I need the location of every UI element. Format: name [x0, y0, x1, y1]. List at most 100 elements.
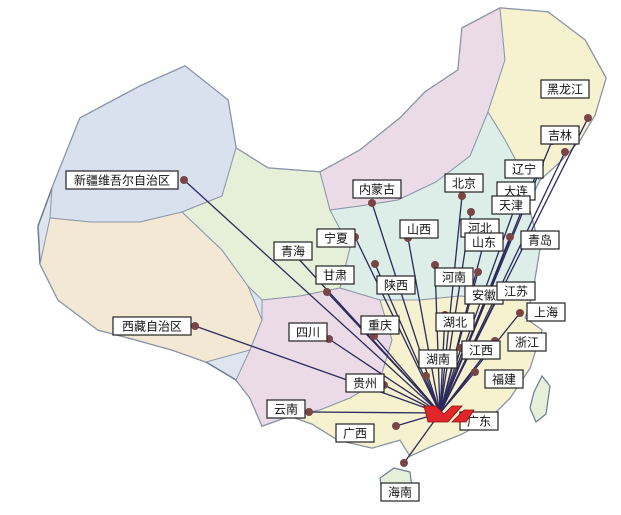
region-label: 贵州 — [345, 373, 385, 393]
label-box — [491, 195, 531, 215]
region-name: 湖南 — [426, 352, 450, 367]
region-label: 重庆 — [360, 315, 400, 335]
city-marker — [458, 192, 466, 200]
label-box — [266, 399, 306, 419]
region-name: 内蒙古 — [359, 182, 395, 197]
region-label: 辽宁 — [504, 159, 544, 179]
region-label: 新疆维吾尔自治区 — [65, 170, 179, 190]
city-marker — [506, 233, 514, 241]
region-label: 青海 — [273, 241, 313, 261]
label-box — [444, 173, 484, 193]
city-marker — [467, 208, 475, 216]
region-name: 福建 — [492, 372, 516, 387]
region-label: 黑龙江 — [540, 79, 590, 99]
region-name: 广西 — [343, 427, 367, 441]
label-box — [464, 232, 504, 252]
region-label: 青岛 — [520, 230, 560, 250]
region-label: 江西 — [461, 340, 501, 360]
region-name: 天津 — [499, 199, 523, 213]
label-box — [434, 267, 474, 287]
label-box — [352, 179, 402, 199]
route-line — [373, 335, 441, 414]
route-line — [425, 375, 441, 414]
city-marker — [516, 309, 524, 317]
region-label: 安徽 — [464, 285, 504, 305]
region-name: 广东 — [467, 415, 491, 429]
region-name: 西藏自治区 — [122, 320, 182, 334]
region-name: 重庆 — [368, 319, 392, 333]
region-name: 云南 — [274, 402, 298, 417]
xinjiang-region — [49, 65, 237, 223]
region-name: 浙江 — [515, 336, 539, 350]
route-line — [439, 236, 511, 414]
label-box — [288, 322, 328, 342]
region-name: 山东 — [472, 236, 496, 250]
region-label: 云南 — [266, 399, 306, 419]
route-line — [434, 264, 441, 414]
region-label: 陕西 — [376, 275, 416, 295]
region-label: 湖北 — [435, 312, 475, 332]
region-name: 贵州 — [353, 377, 377, 391]
region-name: 安徽 — [472, 288, 496, 303]
region-name: 江西 — [469, 344, 493, 358]
region-name: 甘肃 — [323, 269, 347, 283]
region-name: 新疆维吾尔自治区 — [74, 173, 170, 188]
label-box — [345, 373, 385, 393]
label-box — [418, 349, 458, 369]
region-name: 四川 — [296, 326, 320, 340]
label-box — [316, 228, 356, 248]
region-name: 吉林 — [548, 129, 572, 143]
region-name: 北京 — [452, 177, 476, 191]
label-box — [507, 332, 547, 352]
city-marker — [305, 408, 313, 416]
route-line — [308, 411, 441, 414]
label-box — [65, 170, 179, 190]
city-marker — [392, 422, 400, 430]
label-box — [112, 316, 192, 336]
city-marker — [422, 372, 430, 380]
label-box — [335, 423, 375, 443]
region-label: 广西 — [335, 423, 375, 443]
city-marker — [431, 261, 439, 269]
label-box — [540, 79, 590, 99]
region-label: 西藏自治区 — [112, 316, 192, 336]
region-labels: 黑龙江吉林辽宁大连新疆维吾尔自治区内蒙古北京天津河北山西宁夏山东青岛青海甘肃陕西… — [65, 79, 590, 502]
region-label: 四川 — [288, 322, 328, 342]
region-label: 海南 — [380, 482, 420, 502]
city-marker — [323, 288, 331, 296]
region-name: 青岛 — [528, 233, 552, 248]
region-label: 宁夏 — [316, 228, 356, 248]
company-logo-icon — [423, 405, 475, 423]
city-marker — [584, 114, 592, 122]
route-line — [326, 291, 441, 414]
route-line — [407, 237, 441, 414]
city-marker — [371, 260, 379, 268]
label-box — [540, 125, 580, 145]
label-box — [360, 315, 400, 335]
city-marker — [471, 368, 479, 376]
region-label: 浙江 — [507, 332, 547, 352]
label-box — [496, 281, 536, 301]
label-box — [435, 312, 475, 332]
region-label: 内蒙古 — [352, 179, 402, 199]
route-line — [439, 371, 476, 414]
region-name: 江苏 — [504, 285, 528, 299]
city-marker — [368, 199, 376, 207]
region-name: 黑龙江 — [547, 83, 583, 97]
region-label: 江苏 — [496, 281, 536, 301]
taiwan-island — [529, 374, 551, 423]
region-label: 北京 — [444, 173, 484, 193]
city-marker — [180, 176, 188, 184]
label-box — [484, 369, 524, 389]
region-label: 甘肃 — [315, 265, 355, 285]
region-label: 山西 — [399, 219, 439, 239]
region-name: 青海 — [281, 244, 305, 259]
region-label: 吉林 — [540, 125, 580, 145]
region-label: 上海 — [526, 302, 566, 322]
label-box — [380, 482, 420, 502]
city-marker — [474, 268, 482, 276]
region-name: 上海 — [534, 305, 558, 320]
label-box — [376, 275, 416, 295]
region-name: 辽宁 — [512, 162, 536, 177]
